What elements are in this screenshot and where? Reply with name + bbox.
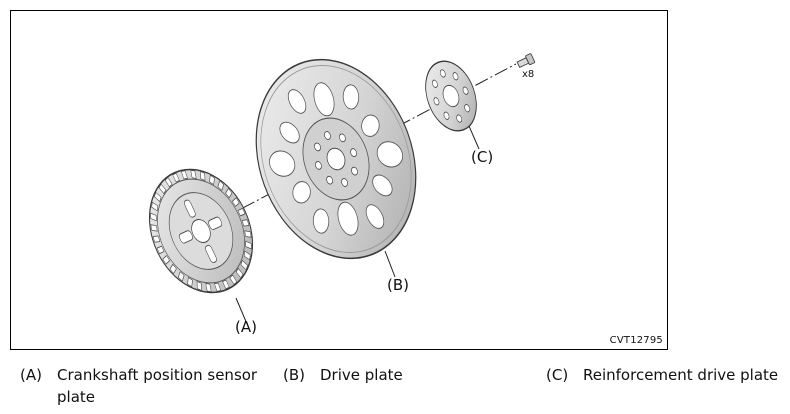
legend-code-b: (B) <box>283 366 305 384</box>
drive-plate-hole <box>312 208 330 234</box>
drive-plate-hole <box>361 114 380 137</box>
sensor-tooth-window <box>150 212 157 222</box>
reinforcement-plate-hole <box>443 111 450 120</box>
drive-plate-bolt-hole <box>324 131 331 140</box>
callout-a: (A) <box>235 318 257 336</box>
sensor-tooth-window <box>164 177 173 188</box>
drive-plate-hole <box>313 82 335 117</box>
reinforcement-plate-hole <box>439 69 446 78</box>
drive-plate <box>255 58 417 260</box>
drive-plate-hole <box>365 204 385 229</box>
sensor-tooth-window <box>243 250 251 261</box>
reinforcement-plate-hole <box>462 86 469 95</box>
sensor-tooth-window <box>245 240 252 250</box>
drive-plate-hole <box>287 89 307 114</box>
sensor-tooth-window <box>231 197 240 207</box>
sensor-tooth-window <box>214 282 222 292</box>
leader-line-a <box>235 297 248 325</box>
sensor-tooth-window <box>240 259 248 271</box>
sensor-tooth-window <box>187 276 193 288</box>
sensor-tooth-window <box>217 180 225 191</box>
sensor-tooth-window <box>196 281 202 291</box>
legend-code-c: (C) <box>546 366 569 384</box>
sensor-tooth-window <box>190 169 197 179</box>
bolt-icon <box>516 53 536 69</box>
sensor-tooth-window <box>222 279 230 290</box>
sensor-tooth-window <box>241 219 250 227</box>
drive-plate-hole <box>292 181 311 204</box>
leader-line-b <box>384 250 396 278</box>
sensor-tooth-window <box>177 271 185 282</box>
reinforcement-plate-hole <box>432 79 438 88</box>
leader-line-c <box>468 125 480 150</box>
figure-id: CVT12795 <box>609 335 663 346</box>
sensor-tooth-window <box>172 172 180 183</box>
callout-b: (B) <box>387 276 409 294</box>
sensor-tooth-window <box>158 183 167 195</box>
bolt-quantity-label: x8 <box>522 69 535 80</box>
sensor-tooth-window <box>229 274 238 285</box>
sensor-tooth-window <box>169 263 177 275</box>
drive-plate-hole <box>337 201 359 236</box>
sensor-tooth-window <box>162 255 171 265</box>
sensor-tooth-window <box>151 201 159 212</box>
sensor-tooth-window <box>152 235 161 243</box>
drive-plate-hole <box>269 150 296 177</box>
reinforcement-plate-hole <box>452 72 459 81</box>
sensor-tooth-window <box>209 174 215 186</box>
sensor-tooth-window <box>150 224 158 232</box>
sensor-tooth-window <box>180 170 188 180</box>
drive-plate-bolt-hole <box>341 178 348 187</box>
legend-code-a: (A) <box>20 366 42 384</box>
exploded-view-diagram: (A) (B) (C) x8 CVT12795 <box>10 10 668 350</box>
drive-plate-hole <box>279 121 300 144</box>
legend-text-c: Reinforcement drive plate <box>583 366 779 384</box>
drive-plate-hole <box>376 141 403 168</box>
sensor-tooth-window <box>205 283 212 293</box>
drive-plate-bolt-hole <box>315 161 322 170</box>
sensor-tooth-window <box>200 171 206 181</box>
callout-c: (C) <box>471 148 494 166</box>
crankshaft-position-sensor-plate <box>148 168 254 294</box>
exploded-view-drawing <box>148 53 536 325</box>
sensor-tooth-window <box>156 245 165 255</box>
reinforcement-plate-hole <box>456 114 463 123</box>
reinforcement-plate-hole <box>433 97 440 106</box>
sensor-tooth-window <box>244 230 252 238</box>
drive-plate-bolt-hole <box>351 166 358 176</box>
reinforcement-plate-hole <box>464 104 470 113</box>
drive-plate-bolt-hole <box>339 133 346 143</box>
drive-plate-bolt-hole <box>326 175 333 185</box>
drive-plate-hole <box>342 84 360 110</box>
drive-plate-hole <box>372 174 393 197</box>
sensor-tooth-window <box>225 187 233 199</box>
drive-plate-bolt-hole <box>350 148 357 157</box>
legend-text-a: Crankshaft position sensor plate <box>57 366 258 406</box>
reinforcement-drive-plate <box>425 60 477 132</box>
legend-text-b: Drive plate <box>320 366 403 384</box>
sensor-tooth-window <box>237 207 246 217</box>
drive-plate-bolt-hole <box>314 142 321 152</box>
sensor-tooth-window <box>235 267 244 279</box>
sensor-tooth-window <box>154 191 162 203</box>
